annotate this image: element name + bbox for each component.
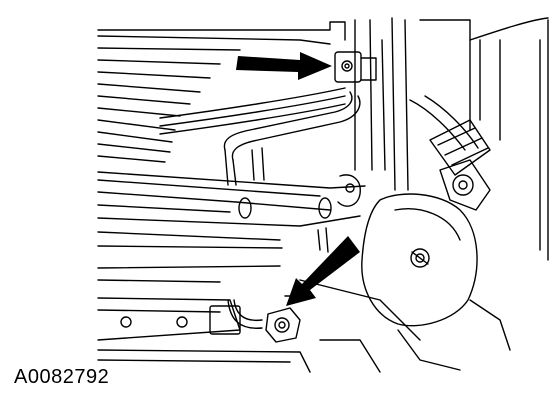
fluid-lines [159,87,361,186]
control-arm [97,171,366,283]
upper-callout-arrow [236,52,332,80]
body-panels [97,17,549,261]
lower-callout-arrow [286,236,360,306]
figure-reference-code: A0082792 [14,366,110,388]
strut [409,95,491,176]
lower-fastener [265,307,301,343]
lower-bracket [97,279,421,373]
hub-assembly [361,159,511,371]
callout-arrows [236,52,360,306]
vertical-support [334,17,409,191]
